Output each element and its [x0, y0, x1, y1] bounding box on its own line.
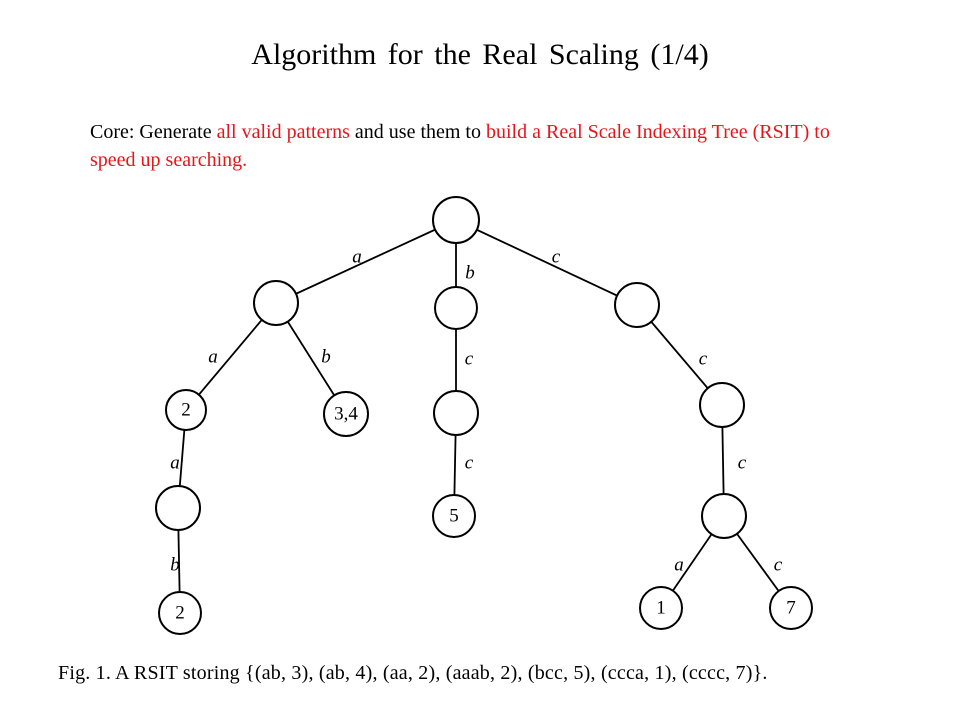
figure-caption: Fig. 1. A RSIT storing {(ab, 3), (ab, 4)…: [58, 662, 768, 684]
edge-label-n-ccc-n-ccca: a: [674, 554, 684, 575]
tree-node-n-cccc: [769, 586, 813, 630]
edge-label-n-c-n-cc: c: [699, 348, 708, 369]
tree-node-n-aaab: [158, 591, 202, 635]
core-text-2: and use them to: [349, 121, 486, 143]
tree-node-n-aa: [165, 389, 207, 431]
edge-label-n-bc-n-bcc: c: [465, 452, 474, 473]
edge-label-n-ccc-n-cccc: c: [774, 554, 783, 575]
tree-edge-root-n-c: [455, 219, 638, 306]
tree-node-n-b: [434, 286, 478, 330]
edge-label-n-a-n-aa: a: [208, 346, 218, 367]
edge-label-root-n-a: a: [352, 246, 362, 267]
core-highlight-2: build a Real Scale Indexing Tree (RSIT) …: [90, 121, 830, 171]
slide-title: Algorithm for the Real Scaling (1/4): [251, 38, 709, 71]
edge-label-n-cc-n-ccc: c: [738, 452, 747, 473]
tree-edge-n-a-n-aa: [185, 302, 277, 411]
tree-node-n-a: [253, 280, 299, 326]
edge-label-n-b-n-bc: c: [465, 348, 474, 369]
edge-label-root-n-c: c: [552, 246, 561, 267]
node-label-n-aaab: 2: [175, 602, 185, 623]
edges-layer: a b c a b c c a c c b a c: [170, 219, 792, 614]
node-label-n-bcc: 5: [449, 505, 459, 526]
tree-node-n-aaa: [155, 485, 201, 531]
tree-node-n-cc: [699, 382, 745, 428]
nodes-layer: 2 3,4 5 2 1 7: [155, 196, 813, 635]
tree-node-n-c: [614, 282, 660, 328]
tree-node-n-ccca: [639, 586, 683, 630]
tree-node-n-bc: [433, 390, 479, 436]
tree-edge-root-n-a: [275, 219, 457, 304]
node-label-n-ccca: 1: [656, 597, 666, 618]
edge-label-root-n-b: b: [465, 262, 475, 283]
edge-label-n-aaa-n-aaab: b: [170, 554, 180, 575]
core-text-1: Core: Generate: [90, 121, 217, 143]
node-label-n-cccc: 7: [786, 597, 796, 618]
tree-node-n-bcc: [432, 494, 476, 538]
tree-node-root: [432, 196, 480, 244]
tree-node-n-ab: [323, 391, 369, 437]
node-label-n-ab: 3,4: [334, 403, 358, 424]
tree-node-n-ccc: [701, 493, 747, 539]
edge-label-n-a-n-ab: b: [321, 346, 331, 367]
core-description: Core: Generate all valid patterns and us…: [90, 118, 850, 174]
core-highlight-1: all valid patterns: [216, 121, 350, 143]
node-label-n-aa: 2: [181, 399, 191, 420]
edge-label-n-aa-n-aaa: a: [170, 452, 180, 473]
